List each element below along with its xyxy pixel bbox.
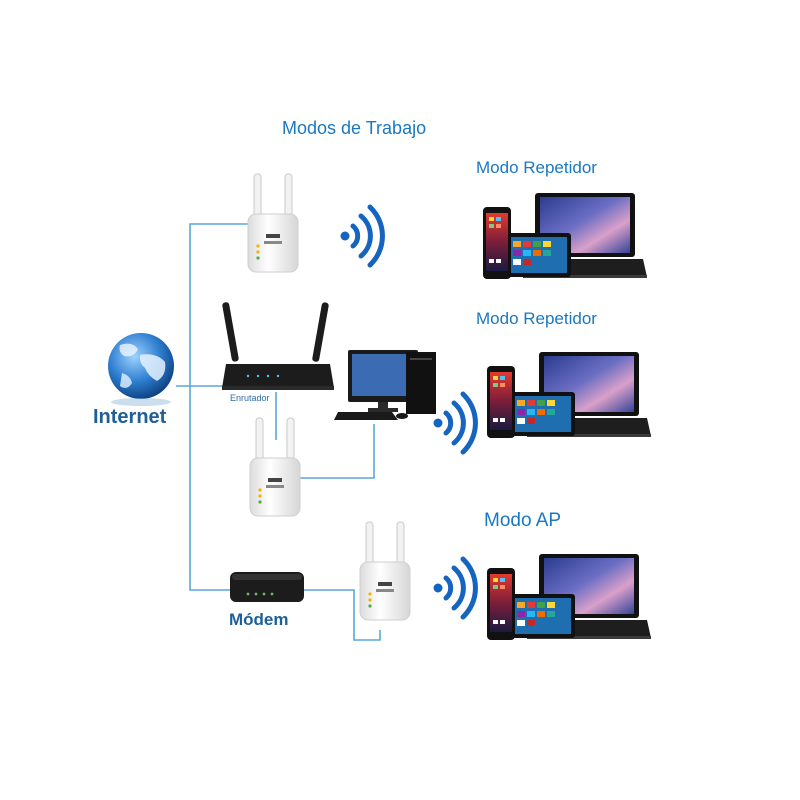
mode-label-repeater-2: Modo Repetidor: [476, 309, 597, 328]
wifi-extender-icon: [249, 417, 301, 517]
wifi-extender-icon: [247, 173, 299, 273]
line-to-extender-1: [189, 223, 250, 409]
desktop-pc-icon: [334, 350, 436, 420]
wifi-extender-icon: [359, 521, 411, 621]
router-label: Enrutador: [230, 393, 270, 403]
mode-label-ap: Modo AP: [484, 510, 562, 531]
wifi-signal-icon: [434, 559, 476, 617]
wifi-signal-icon: [341, 207, 383, 265]
globe-icon: [108, 333, 174, 406]
laptop-tablet-phone-icon: [487, 554, 651, 640]
internet-label: Internet: [93, 406, 167, 428]
laptop-tablet-phone-icon: [483, 193, 647, 279]
connection-lines: [176, 223, 381, 641]
line-modem-to-extender-3: [304, 589, 381, 641]
router-icon: [222, 302, 334, 390]
line-extender-2-to-pc: [298, 424, 375, 479]
mode-label-repeater-1: Modo Repetidor: [476, 158, 597, 177]
diagram-title: Modos de Trabajo: [282, 118, 427, 138]
modem-label: Módem: [229, 610, 289, 629]
laptop-tablet-phone-icon: [487, 352, 651, 438]
wifi-signal-icon: [434, 394, 476, 452]
modem-icon: [230, 572, 304, 602]
line-to-modem: [189, 409, 230, 591]
